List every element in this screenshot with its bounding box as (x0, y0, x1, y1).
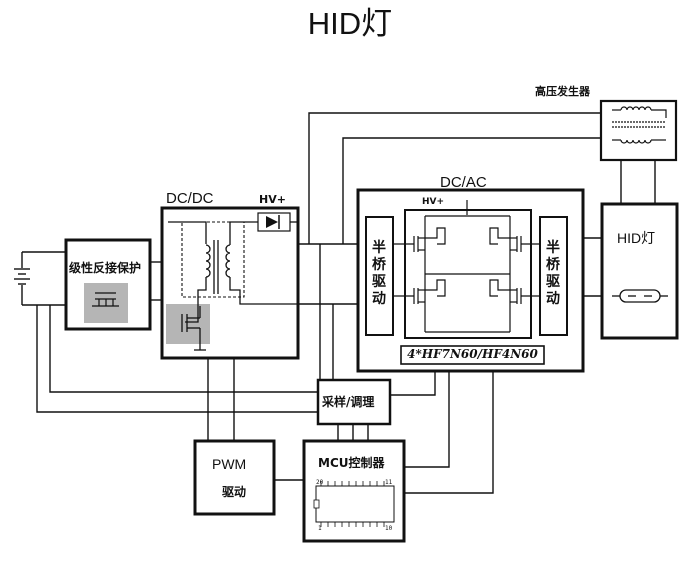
dcdc-label: DC/DC (166, 190, 214, 207)
pwm-sublabel: 驱动 (222, 485, 247, 499)
dcdc-hv-label: HV+ (259, 193, 286, 206)
dcac-hv-label: HV+ (422, 197, 445, 207)
half-bridge-left-label: 半桥驱动 (372, 240, 386, 307)
dcac-label: DC/AC (440, 174, 487, 191)
half-bridge-right-label: 半桥驱动 (546, 240, 560, 307)
hv-generator-label: 高压发生器 (535, 85, 590, 98)
diode-icon (266, 216, 278, 228)
mcu-label: MCU控制器 (318, 456, 385, 470)
sampling-label: 采样/调理 (322, 395, 375, 409)
protection-label: 级性反接保护 (69, 261, 142, 275)
part-number: 4*HF7N60/HF4N60 (407, 347, 538, 361)
protection-mosfet (84, 283, 128, 323)
mcu-pin-10: 10 (385, 525, 393, 532)
battery-symbol (14, 251, 66, 306)
part-number-box (400, 345, 545, 365)
sampling-box (316, 378, 392, 426)
hv-generator-coil (612, 106, 667, 144)
hid-lamp-box (600, 202, 679, 340)
mcu-pin-1: 1 (318, 525, 322, 532)
hv-generator-box (599, 99, 678, 162)
page-title: HID灯 (307, 6, 393, 41)
mcu-pin-11: 11 (385, 479, 393, 486)
lamp-tube-icon (612, 289, 668, 303)
dcdc-transformer (166, 212, 298, 351)
wiring (14, 112, 656, 494)
h-bridge (365, 200, 568, 365)
mcu-chip-icon (313, 481, 395, 527)
mcu-pin-20: 20 (316, 479, 324, 486)
hid-lamp-label: HID灯 (617, 230, 656, 246)
pwm-label: PWM (212, 456, 247, 472)
pwm-box (193, 439, 276, 516)
